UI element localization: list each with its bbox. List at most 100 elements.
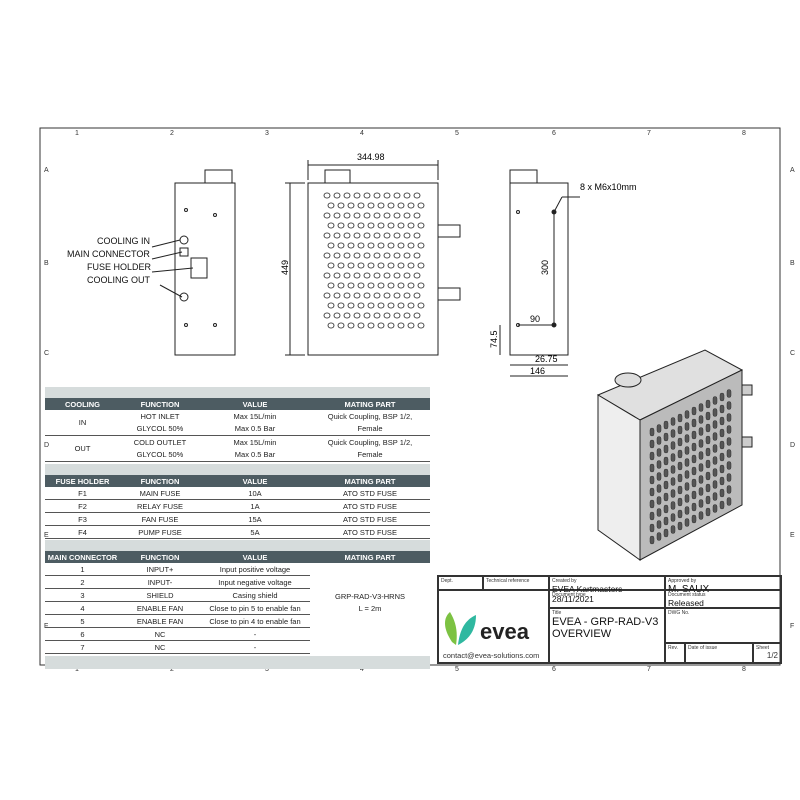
vent-hole: [393, 212, 401, 219]
vent-hole: [677, 437, 683, 447]
sheet-number: 1/2: [766, 651, 778, 660]
rev-label: Rev.: [665, 643, 685, 663]
vent-hole: [417, 282, 425, 289]
vent-hole: [333, 292, 341, 299]
vent-hole: [677, 425, 683, 435]
vent-hole: [387, 262, 395, 269]
row-marker: F: [790, 623, 794, 630]
vent-hole: [333, 312, 341, 319]
vent-hole: [719, 464, 725, 474]
vent-hole: [383, 192, 391, 199]
table-cell: 2: [80, 577, 85, 587]
vent-hole: [726, 437, 732, 446]
table-cell: 6: [80, 629, 85, 639]
vent-hole: [383, 292, 391, 299]
vent-hole: [719, 440, 725, 450]
vent-hole: [333, 212, 341, 219]
vent-hole: [726, 485, 732, 494]
vent-hole: [407, 302, 415, 309]
vent-hole: [377, 302, 385, 309]
svg-text:evea: evea: [480, 619, 530, 644]
connector-length: L = 2m: [358, 604, 382, 613]
vent-hole: [373, 212, 381, 219]
vent-hole: [403, 192, 411, 199]
vent-hole: [417, 242, 425, 249]
vent-hole: [417, 222, 425, 229]
approved-label: Approved by: [668, 578, 697, 584]
vent-hole: [413, 252, 421, 259]
vent-hole: [397, 242, 405, 249]
vent-hole: [363, 232, 371, 239]
vent-hole: [698, 439, 704, 448]
vent-hole: [353, 232, 361, 239]
vent-hole: [684, 434, 690, 443]
vent-hole: [343, 232, 351, 239]
table-cell: SHIELD: [146, 590, 174, 600]
vent-hole: [698, 499, 704, 508]
vent-hole: [383, 232, 391, 239]
cell-line2: Max 0.5 Bar: [234, 423, 276, 433]
vent-hole: [343, 312, 351, 319]
vent-hole: [347, 262, 355, 269]
contact-email[interactable]: contact@evea-solutions.com: [443, 651, 540, 660]
vent-hole: [726, 401, 732, 410]
vent-hole: [363, 212, 371, 219]
vent-hole: [698, 415, 704, 424]
vent-hole: [663, 432, 669, 442]
vent-hole: [323, 192, 331, 199]
cell-line1: Max 15L/min: [233, 437, 277, 447]
dwg-label: DWG No.: [665, 608, 781, 643]
vent-hole: [333, 192, 341, 199]
header: VALUE: [242, 476, 268, 486]
header: MATING PART: [344, 476, 396, 486]
vent-hole: [712, 492, 718, 501]
vent-hole: [373, 252, 381, 259]
vent-hole: [367, 302, 375, 309]
table-cell: ATO STD FUSE: [343, 514, 397, 524]
column-marker: 8: [742, 130, 746, 137]
vent-hole: [373, 292, 381, 299]
title-line1: EVEA - GRP-RAD-V3: [552, 616, 659, 628]
vent-hole: [677, 521, 683, 531]
column-marker: 6: [552, 130, 556, 137]
vent-hole: [691, 406, 697, 416]
column-marker: 4: [360, 130, 364, 137]
vent-hole: [327, 202, 335, 209]
row-marker: B: [790, 260, 795, 267]
row-marker: C: [790, 350, 795, 357]
vent-hole: [691, 442, 697, 452]
dim-300: 300: [540, 260, 550, 275]
vent-hole: [684, 506, 690, 515]
vent-hole: [323, 312, 331, 319]
cell-line1: HOT INLET: [140, 411, 180, 421]
vent-hole: [691, 490, 697, 500]
vent-hole: [712, 420, 718, 429]
cell-line2: Female: [357, 449, 383, 459]
vent-hole: [387, 242, 395, 249]
side-view-right: [499, 169, 580, 377]
row-marker: C: [44, 350, 49, 357]
vent-hole: [393, 272, 401, 279]
dim-146: 146: [530, 366, 545, 376]
vent-hole: [377, 202, 385, 209]
front-view: [285, 160, 461, 356]
vent-hole: [367, 322, 375, 329]
label-main-connector: MAIN CONNECTOR: [67, 249, 150, 259]
column-marker: 4: [360, 666, 364, 673]
vent-hole: [323, 252, 331, 259]
vent-hole: [383, 252, 391, 259]
dim-74-5: 74.5: [489, 330, 499, 348]
vent-hole: [343, 272, 351, 279]
vent-hole: [663, 480, 669, 490]
vent-hole: [347, 322, 355, 329]
vent-hole: [393, 312, 401, 319]
vent-hole: [719, 392, 725, 402]
title-line2: OVERVIEW: [552, 628, 612, 640]
vent-hole: [337, 322, 345, 329]
vent-hole: [407, 242, 415, 249]
vent-hole: [705, 399, 711, 409]
vent-hole: [726, 389, 732, 398]
